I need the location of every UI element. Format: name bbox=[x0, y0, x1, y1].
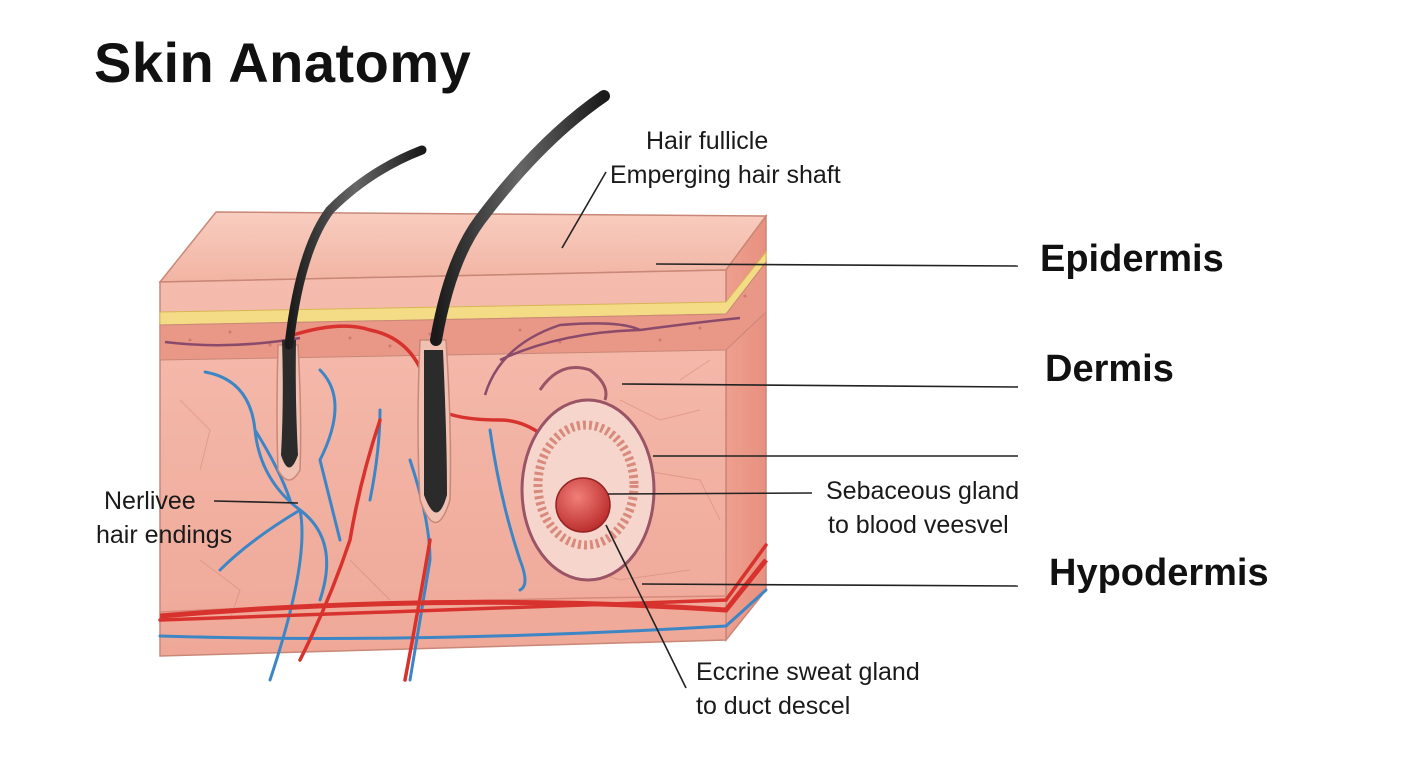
label-nerve-endings: Nerlivee hair endings bbox=[96, 484, 232, 552]
label-sweat-gland: Eccrine sweat gland to duct descel bbox=[696, 655, 920, 723]
veins bbox=[158, 368, 768, 682]
hair-follicle-left bbox=[276, 145, 427, 481]
leader-lines bbox=[213, 171, 1019, 689]
label-hair-follicle-line2: Emperging hair shaft bbox=[610, 161, 841, 189]
gland-lobules bbox=[533, 420, 639, 550]
label-sebaceous-gland: Sebaceous gland to blood veesvel bbox=[826, 474, 1019, 542]
hair-shaft-right bbox=[430, 90, 610, 346]
hair-shaft-left bbox=[284, 145, 427, 350]
gland-ball bbox=[555, 477, 611, 533]
label-nerve-line2: hair endings bbox=[96, 521, 233, 549]
label-epidermis: Epidermis bbox=[1040, 238, 1224, 280]
label-hair-follicle-line1: Hair fullicle bbox=[646, 127, 769, 155]
label-nerve-line1: Nerlivee bbox=[104, 487, 196, 515]
label-sebaceous-line1: Sebaceous gland bbox=[826, 477, 1020, 505]
artery-main bbox=[159, 558, 768, 619]
label-hair-follicle: Hair fullicle Emperging hair shaft bbox=[610, 124, 841, 192]
label-hypodermis: Hypodermis bbox=[1049, 552, 1269, 594]
label-sebaceous-line2: to blood veesvel bbox=[828, 511, 1009, 539]
page-title: Skin Anatomy bbox=[94, 31, 472, 94]
label-sweat-line2: to duct descel bbox=[696, 692, 851, 720]
papillary-layer bbox=[159, 260, 767, 361]
label-sweat-line1: Eccrine sweat gland bbox=[696, 658, 920, 686]
label-dermis: Dermis bbox=[1045, 348, 1174, 390]
hair-follicle-right bbox=[417, 90, 610, 523]
